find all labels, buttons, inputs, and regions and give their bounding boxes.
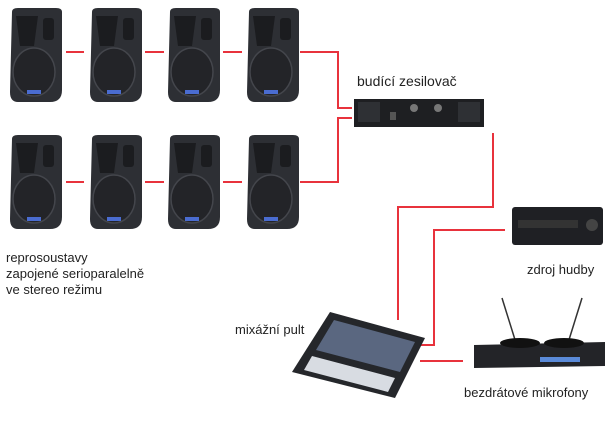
- cable-source-mixer: [420, 229, 505, 346]
- wireless-mics-label: bezdrátové mikrofony: [464, 385, 589, 400]
- cables: [66, 51, 505, 362]
- cable-top-row: [66, 51, 352, 109]
- wireless-mics-image: [474, 297, 605, 368]
- amplifier-image: [354, 99, 484, 127]
- speakers-label-2: zapojené serioparalelně: [6, 266, 145, 281]
- mixer-image: [292, 312, 425, 398]
- mixer-label: mixážní pult: [235, 322, 305, 337]
- speakers-top: [9, 7, 300, 103]
- music-source-image: [512, 207, 603, 245]
- music-source-label: zdroj hudby: [527, 262, 595, 277]
- cable-bottom-row: [66, 117, 352, 183]
- cable-mixer-amp: [397, 133, 494, 320]
- amplifier-label: budící zesilovač: [357, 73, 457, 89]
- speakers-label-3: ve stereo režimu: [6, 282, 103, 297]
- speakers-label-1: reprosoustavy: [6, 250, 88, 265]
